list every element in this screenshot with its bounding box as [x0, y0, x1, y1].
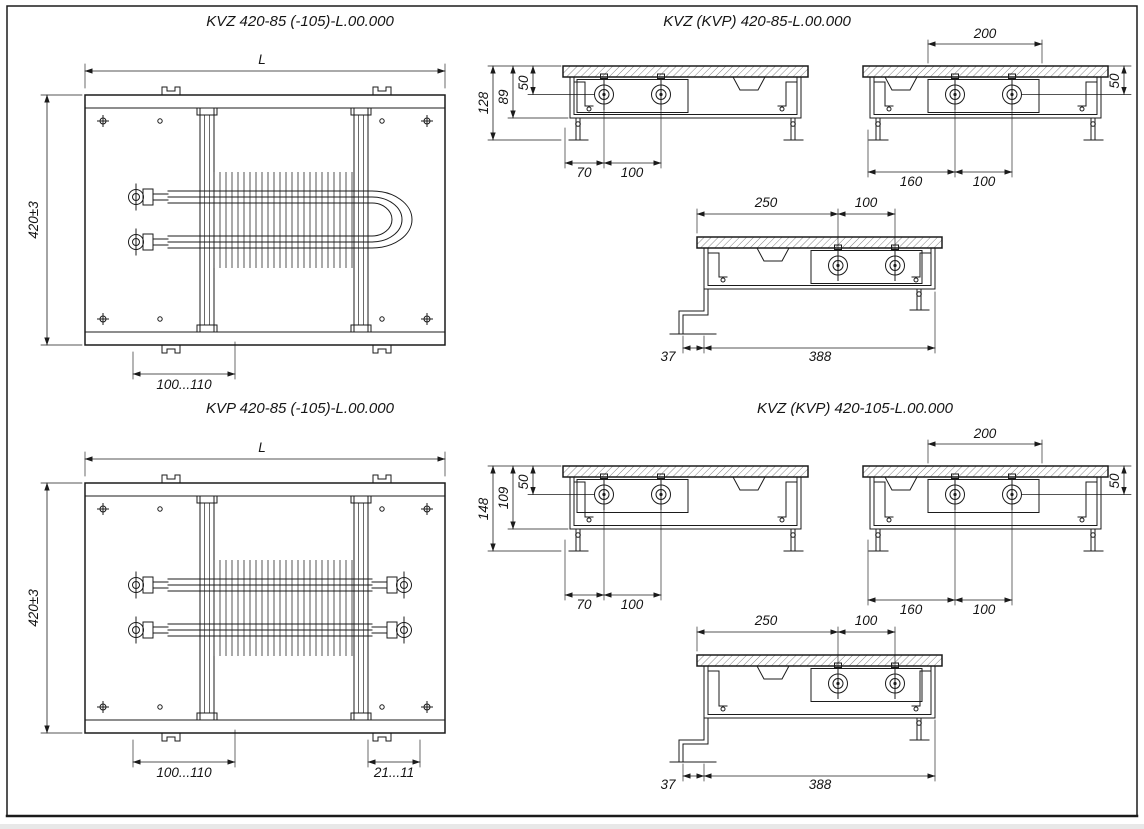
title-sections-105: KVZ (KVP) 420-105-L.00.000: [757, 400, 954, 417]
dim-label-offset: 160: [900, 602, 923, 617]
dim-label-base: 388: [809, 349, 832, 364]
dim-label-pitch: 100: [973, 602, 996, 617]
dim-label-pitch: 100: [855, 613, 878, 628]
title-sections-85: KVZ (KVP) 420-85-L.00.000: [663, 13, 851, 30]
kvz-plan-extension-lines: [40, 63, 446, 380]
dim-label-offset: 70: [576, 165, 592, 180]
section-105-side: 200 50 160 100: [862, 426, 1132, 617]
dim-label-axis-height: 50: [1107, 73, 1122, 89]
dim-label-pitch: 100: [973, 174, 996, 189]
section-85-front: 128 89 50 70 100: [476, 65, 809, 180]
dim-label-foot: 37: [660, 349, 676, 364]
sections-105: 148 109 50 70 100 200 50 160 100: [476, 426, 1132, 792]
section-105-front: 148 109 50 70 100: [476, 465, 809, 612]
dim-label-pitch: 100: [855, 195, 878, 210]
dim-label-length: L: [258, 440, 266, 455]
dim-label-axis-height: 50: [516, 75, 531, 91]
section-85-bottom: 250 100 37 388: [660, 195, 943, 364]
dim-label-top: 200: [973, 26, 997, 41]
dim-label-axis-height: 50: [1107, 473, 1122, 489]
dim-label-left: 250: [754, 613, 778, 628]
dim-label-inlet: 100...110: [156, 765, 212, 780]
dim-label-foot: 37: [660, 777, 676, 792]
dim-label-offset: 160: [900, 174, 923, 189]
dim-label-body-height: 109: [496, 486, 511, 509]
section-85-side: 200 50 160 100: [862, 26, 1132, 189]
kvp-plan-view: L 420±3 100...110 21...11: [26, 440, 445, 780]
dim-label-offset: 70: [576, 597, 592, 612]
sheet-border: [5, 5, 1139, 818]
dim-label-pitch: 100: [621, 597, 644, 612]
dim-label-pitch: 100: [621, 165, 644, 180]
sections-85: 128 89 50 70 100 200 50 160 100: [476, 26, 1132, 364]
dim-label-inlet: 100...110: [156, 377, 212, 392]
dim-label-vent: 21...11: [373, 765, 414, 780]
title-kvz-plan: KVZ 420-85 (-105)-L.00.000: [206, 13, 394, 30]
dim-label-height: 420±3: [26, 589, 41, 627]
kvz-plan-view: L 420±3 100...110: [26, 52, 445, 392]
section-105-bottom: 250 100 37 388: [660, 613, 943, 792]
kvp-plan-dim-lines: [44, 456, 446, 765]
dim-label-base: 388: [809, 777, 832, 792]
dim-label-total-height: 128: [476, 91, 491, 114]
dim-label-length: L: [258, 52, 266, 67]
dim-label-top: 200: [973, 426, 997, 441]
dim-label-height: 420±3: [26, 201, 41, 239]
dim-label-axis-height: 50: [516, 474, 531, 490]
dim-label-total-height: 148: [476, 497, 491, 520]
kvz-plan-dim-lines: [44, 68, 446, 377]
dim-label-body-height: 89: [496, 89, 511, 105]
title-kvp-plan: KVP 420-85 (-105)-L.00.000: [206, 400, 395, 417]
dim-label-left: 250: [754, 195, 778, 210]
